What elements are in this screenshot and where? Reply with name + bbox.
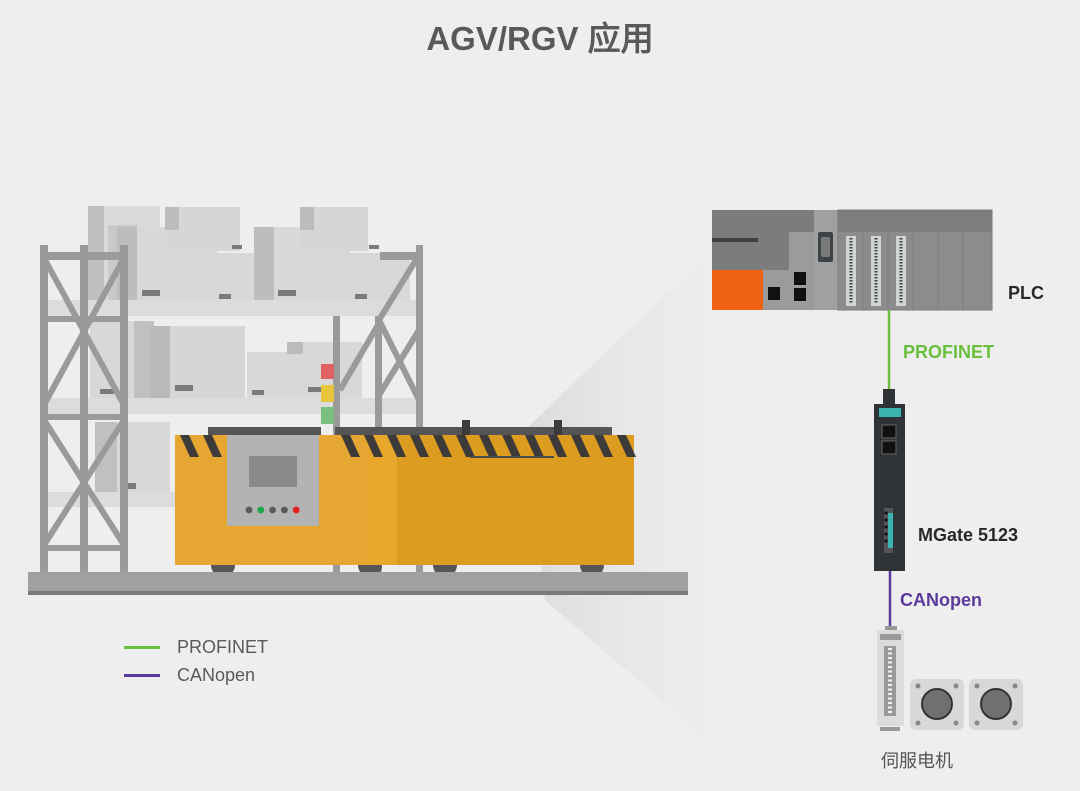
agv-control-panel [227,435,319,526]
rack-frame-left [40,245,128,575]
signal-light [321,407,334,424]
page-title: AGV/RGV 应用 [426,20,654,57]
hazard-stripes [180,435,636,457]
legend: PROFINET CANopen [124,633,268,689]
panel-led [245,506,253,514]
hazard-stripe [364,435,383,457]
plc-label: PLC [1008,283,1044,303]
zoom-cone [525,250,760,786]
servo-motor-2 [969,679,1023,730]
hazard-stripe [410,435,429,457]
hazard-stripe [341,435,360,457]
legend-label: PROFINET [177,636,269,657]
hazard-stripe [180,435,199,457]
servo-motor-1 [910,679,964,730]
panel-led [281,506,288,514]
legend-label: CANopen [177,664,256,685]
warehouse-rack [40,206,423,576]
legend-item-canopen: CANopen [124,661,268,689]
mgate-gateway-device [874,404,905,571]
hazard-stripe [387,435,406,457]
agv-vehicle [175,420,636,577]
hazard-stripe [433,435,452,457]
hazard-stripe [571,435,590,457]
signal-light [321,364,334,379]
plc-device [712,209,993,311]
floor-rail [28,572,688,592]
panel-led [269,506,276,514]
signal-tower [321,364,334,424]
signal-light [321,385,334,402]
hazard-stripe [479,435,498,457]
legend-swatch-profinet [124,645,160,649]
profinet-link-label: PROFINET [903,342,995,362]
hazard-stripe [617,435,636,457]
legend-item-profinet: PROFINET [124,633,268,661]
hazard-stripe [203,435,222,457]
panel-led [292,506,300,514]
servo-motor-label: 伺服电机 [881,751,953,772]
boxes-lower-shelf [95,422,170,492]
canopen-link-label: CANopen [900,590,982,610]
servo-drive [877,626,904,731]
hazard-stripe [456,435,475,457]
panel-led [257,506,265,514]
hazard-stripe [502,435,521,457]
legend-swatch-canopen [124,673,160,677]
gateway-label: MGate 5123 [918,525,1019,545]
boxes-upper-shelf [88,206,410,312]
hazard-stripe [594,435,613,457]
hazard-stripe [548,435,567,457]
hazard-stripe [525,435,544,457]
